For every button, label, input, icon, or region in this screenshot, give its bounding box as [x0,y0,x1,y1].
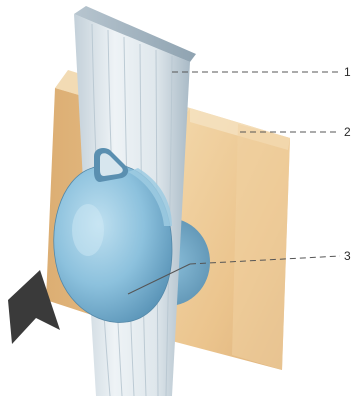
callout-number-1: 1 [344,65,351,79]
callout-number-2: 2 [344,125,351,139]
bone-right-side [232,124,290,370]
disc-highlight [72,204,104,256]
callout-number-3: 3 [344,249,351,263]
